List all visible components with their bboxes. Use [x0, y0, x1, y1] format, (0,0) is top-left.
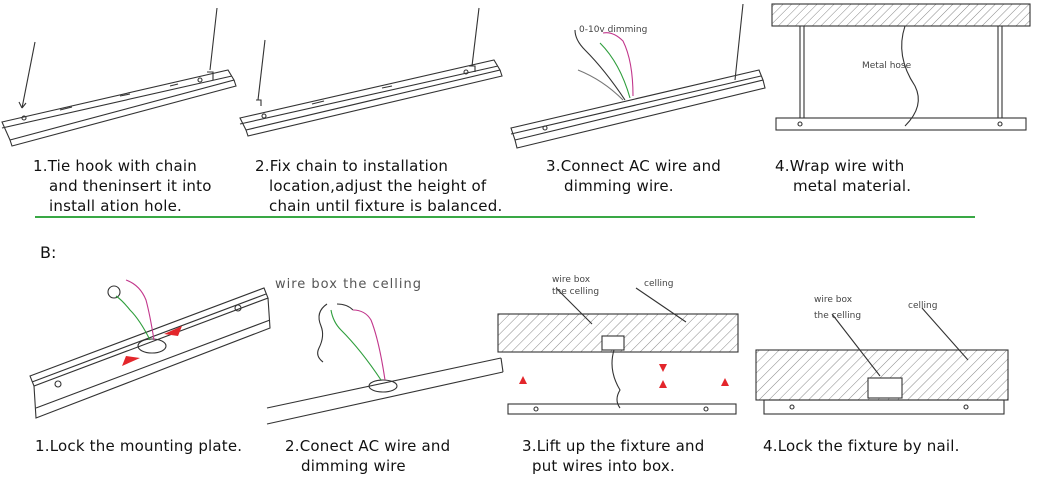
caption-line: install ation hole.	[49, 197, 183, 215]
caption-line: dimming wire.	[564, 177, 674, 195]
caption-line: 2.Fix chain to installation	[255, 157, 449, 175]
panel-annotation: celling	[908, 301, 937, 311]
lift-fixture-drawing: wire box the celling celling	[497, 275, 739, 415]
section-divider	[35, 216, 975, 218]
caption-line: 4.Wrap wire with	[775, 157, 905, 175]
b3-illustration: wire box the celling celling	[496, 268, 746, 428]
metal-wrap-drawing: Metal hose	[771, 3, 1031, 131]
a-step-4-caption: 4.Wrap wire with metal material.	[775, 156, 911, 196]
caption-line: chain until fixture is balanced.	[269, 197, 503, 215]
caption-line: and theninsert it into	[49, 177, 212, 195]
up-arrow-icon	[519, 376, 527, 384]
a-step-3-caption: 3.Connect AC wire and dimming wire.	[546, 156, 721, 196]
a3-illustration: 0-10v dimming	[505, 0, 766, 150]
panel-annotation: the celling	[814, 311, 861, 321]
a2-illustration	[232, 0, 503, 150]
b-step-4-caption: 4.Lock the fixture by nail.	[763, 436, 960, 456]
panel-annotation: wire box	[814, 295, 853, 305]
b1-illustration	[28, 268, 273, 428]
b4-illustration: wire box the celling celling	[752, 268, 1012, 428]
hanging-fixture-hook-drawing	[1, 7, 237, 147]
b2-illustration: wire box the celling	[265, 268, 505, 428]
red-arrow-icon	[122, 356, 140, 366]
lock-fixture-drawing: wire box the celling celling	[755, 295, 1009, 415]
mounting-plate-drawing	[29, 279, 271, 419]
down-arrow-icon	[659, 364, 667, 372]
b-step-2-caption: 2.Conect AC wire and dimming wire	[285, 436, 450, 476]
a-step-2-caption: 2.Fix chain to installation location,adj…	[255, 156, 502, 216]
panel-annotation: celling	[644, 279, 673, 289]
caption-line: put wires into box.	[532, 457, 675, 475]
caption-line: 3.Lift up the fixture and	[522, 437, 705, 455]
panel-annotation: the celling	[552, 287, 599, 297]
chain-balance-drawing	[239, 7, 503, 137]
up-arrow-icon	[659, 380, 667, 388]
caption-line: 2.Conect AC wire and	[285, 437, 451, 455]
section-b-label: B:	[40, 243, 57, 262]
caption-line: 3.Connect AC wire and	[546, 157, 722, 175]
caption-line: location,adjust the height of	[269, 177, 487, 195]
red-arrow-icon	[164, 326, 182, 336]
b-step-1-caption: 1.Lock the mounting plate.	[35, 436, 242, 456]
wire-box-connection-drawing: wire box the celling	[266, 277, 504, 425]
caption-line: dimming wire	[301, 457, 406, 475]
caption-line: 1.Lock the mounting plate.	[35, 437, 243, 455]
ac-wire-connection-drawing: 0-10v dimming	[510, 3, 766, 149]
b-step-3-caption: 3.Lift up the fixture and put wires into…	[522, 436, 704, 476]
svg-text:0-10v dimming: 0-10v dimming	[579, 25, 647, 35]
panel-annotation: wire box the celling	[275, 277, 422, 292]
panel-annotation: wire box	[552, 275, 591, 285]
a-step-1-caption: 1.Tie hook with chain and theninsert it …	[33, 156, 212, 216]
a1-illustration	[0, 0, 245, 150]
svg-text:Metal hose: Metal hose	[862, 61, 912, 71]
caption-line: 1.Tie hook with chain	[33, 157, 197, 175]
a4-illustration: Metal hose	[770, 0, 1031, 150]
caption-line: metal material.	[793, 177, 912, 195]
up-arrow-icon	[721, 378, 729, 386]
caption-line: 4.Lock the fixture by nail.	[763, 437, 960, 455]
